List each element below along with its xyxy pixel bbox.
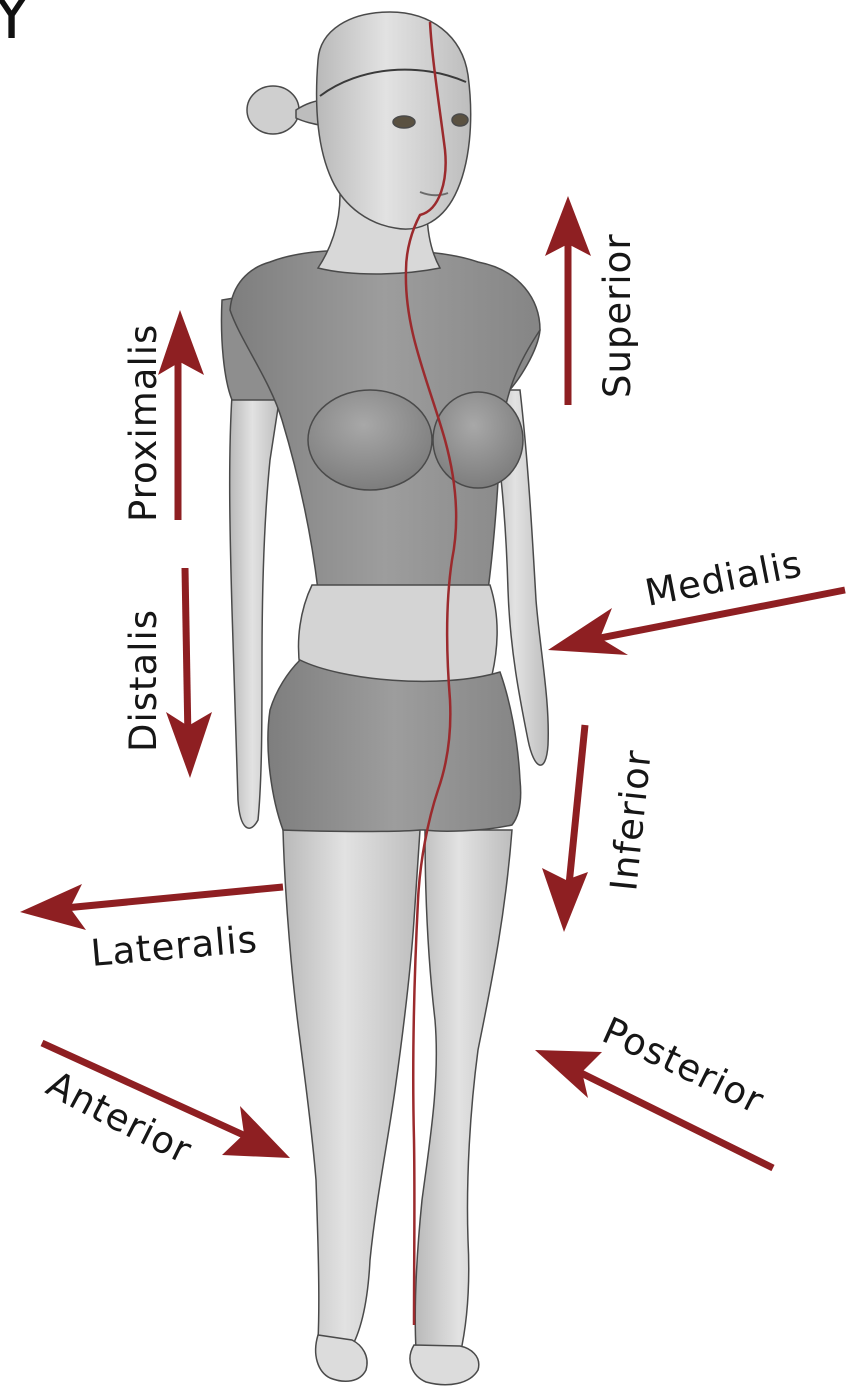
arrow-distalis <box>166 568 212 778</box>
right-leg <box>283 830 420 1350</box>
eye-left <box>452 114 468 126</box>
right-foot <box>316 1335 367 1381</box>
label-distalis: Distalis <box>122 609 165 752</box>
shorts <box>268 660 521 832</box>
left-leg <box>415 830 512 1355</box>
breast-right <box>308 390 432 490</box>
label-inferior: Inferior <box>602 748 660 893</box>
label-proximalis: Proximalis <box>122 324 165 522</box>
human-figure <box>221 12 548 1385</box>
eye-right <box>393 116 415 128</box>
left-foot <box>410 1345 479 1385</box>
arrow-superior <box>545 196 591 405</box>
arrow-inferior <box>542 725 588 932</box>
label-superior: Superior <box>596 233 639 398</box>
label-posterior: Posterior <box>596 1009 771 1123</box>
hair-bun <box>247 86 299 134</box>
label-lateralis: Lateralis <box>89 918 259 975</box>
corner-glyph: Y <box>0 0 32 54</box>
breast-left <box>433 392 523 488</box>
